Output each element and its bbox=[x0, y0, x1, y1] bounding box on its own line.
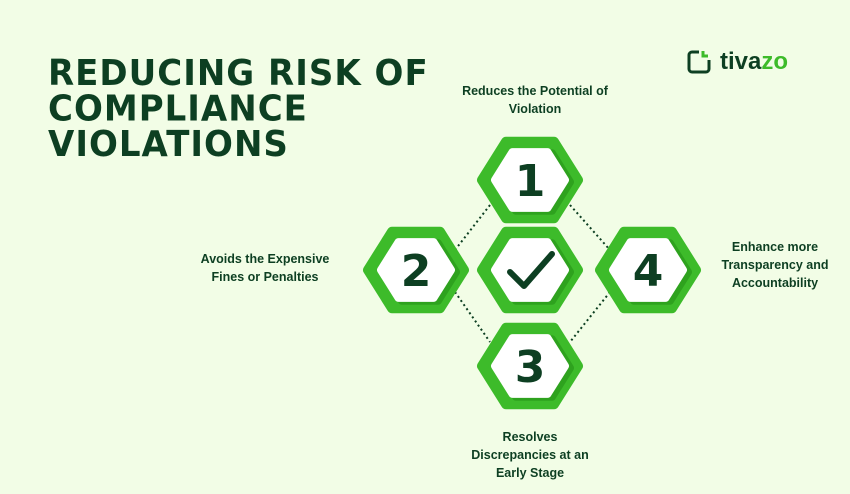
check-hexagon bbox=[477, 226, 583, 314]
title-line: COMPLIANCE bbox=[48, 88, 308, 130]
step-3-label: Resolves Discrepancies at an Early Stage bbox=[471, 430, 589, 480]
step-4-label: Enhance more Transparency and Accountabi… bbox=[721, 240, 829, 290]
step-3-hexagon: 3 bbox=[477, 322, 583, 410]
connector bbox=[569, 204, 611, 251]
logo-icon bbox=[687, 50, 711, 74]
page-title: REDUCING RISK OF COMPLIANCE VIOLATIONS bbox=[48, 55, 429, 162]
step-2-hexagon: 2 bbox=[363, 226, 469, 314]
step-number: 4 bbox=[633, 246, 664, 297]
step-number: 2 bbox=[401, 246, 432, 297]
step-number: 1 bbox=[515, 156, 546, 207]
logo-text: tiva bbox=[720, 48, 762, 75]
connector bbox=[454, 204, 491, 251]
checkmark-icon bbox=[507, 251, 555, 289]
step-number: 3 bbox=[515, 342, 546, 393]
step-4-hexagon: 4 bbox=[595, 226, 701, 314]
tivazo-logo: tivazo bbox=[686, 48, 788, 76]
step-2-label: Avoids the Expensive Fines or Penalties bbox=[200, 252, 330, 284]
title-line: VIOLATIONS bbox=[48, 123, 289, 166]
title-line: REDUCING RISK OF bbox=[48, 52, 429, 95]
logo-text-accent: zo bbox=[761, 48, 789, 75]
step-1-label: Reduces the Potential of Violation bbox=[462, 84, 608, 116]
connector bbox=[454, 291, 491, 343]
step-1-hexagon: 1 bbox=[477, 136, 583, 224]
connector bbox=[569, 291, 611, 343]
